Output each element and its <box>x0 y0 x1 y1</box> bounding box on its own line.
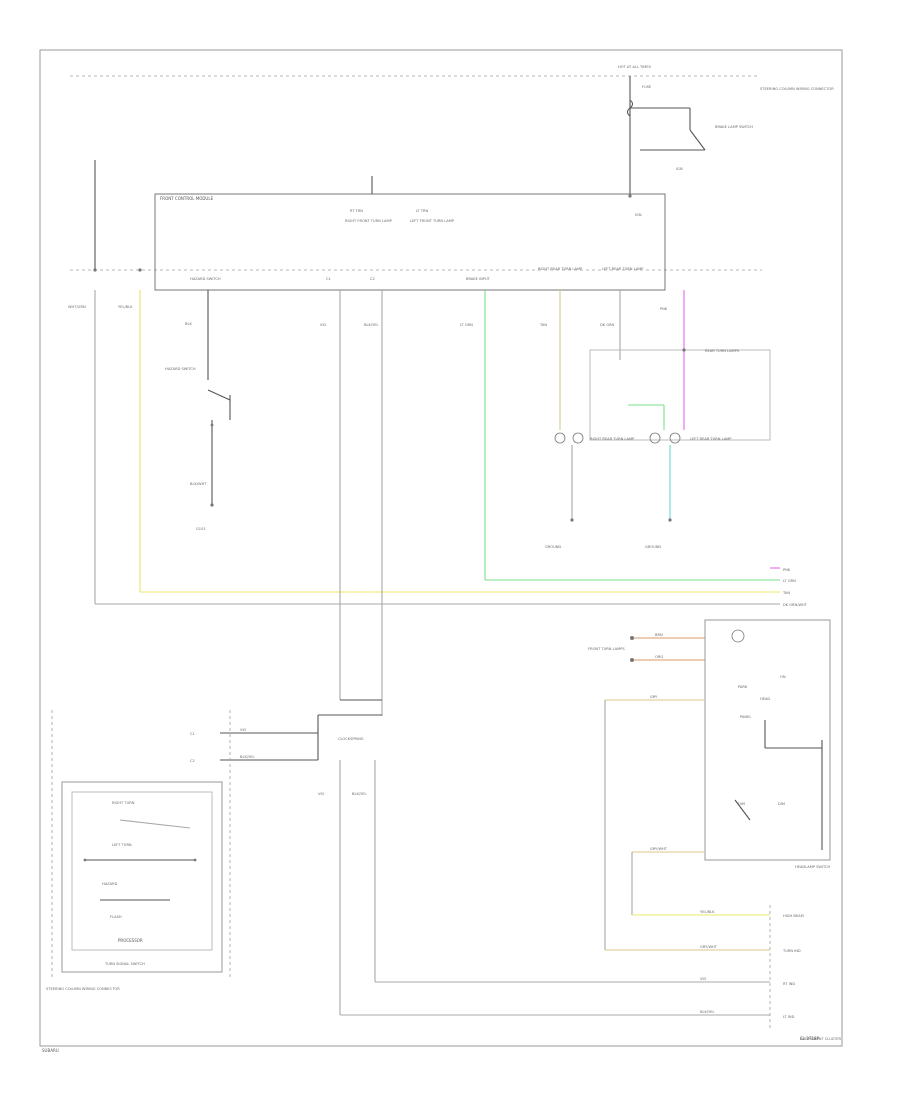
vio-cs-label: VIO <box>240 728 247 732</box>
front-turn-lamps: FRONT TURN LAMPS BRN ORG <box>588 633 705 662</box>
cs-blk-yel: BLK/YEL <box>352 792 367 796</box>
on-label: ON <box>780 675 786 679</box>
lt-grn-label: LT GRN <box>460 323 473 327</box>
hazard-sw-label: HAZARD SWITCH <box>165 367 196 371</box>
dk-grn-right: DK GRN/WHT <box>783 603 808 607</box>
ground-rr: GROUND <box>545 545 561 549</box>
dim-label: DIM <box>738 802 745 806</box>
gry-wht-label: GRY/WHT <box>650 847 668 851</box>
pnk-right: PNK <box>783 568 791 572</box>
blk-hazard-label: BLK <box>185 322 192 326</box>
turn-ind-label: TURN IND <box>782 949 801 953</box>
lt-ind-label: LT IND <box>783 1015 795 1019</box>
rt-ind-label: RT IND <box>783 982 795 986</box>
blkyel-cs-label: BLK/YEL <box>240 755 255 759</box>
c2-cs-label: C2 <box>190 759 195 763</box>
right-rear-lamp: RIGHT REAR TURN LAMP <box>590 437 635 441</box>
blk-wht-hazard: BLK/WHT <box>190 482 207 486</box>
pnk-label: PNK <box>660 307 668 311</box>
clockspring-label: CLOCKSPRING <box>338 737 364 741</box>
ground-lr: GROUND <box>645 545 661 549</box>
ground-g101-label: G101 <box>196 527 206 531</box>
instrument-cluster-label: INSTRUMENT CLUSTER <box>800 1037 841 1041</box>
steering-column-label: STEERING COLUMN WIRING CONNECTOR <box>46 987 120 991</box>
hazard-switch: BLK HAZARD SWITCH BLK/WHT G101 <box>165 290 231 531</box>
right-turn-label: RIGHT TURN <box>112 801 135 805</box>
ign-module-label: IGN <box>635 213 642 217</box>
lt-grn-right: LT GRN <box>783 579 796 583</box>
ic-hb-wire: YEL/BLK <box>700 910 715 914</box>
brake-switch-label: BRAKE LAMP SWITCH <box>715 125 753 129</box>
hazard-ts-label: HAZARD <box>102 882 118 886</box>
rear-turn-lamps: TAN DK GRN REAR TURN LAMPS PNK RIGHT REA… <box>539 290 771 549</box>
left-rear-lamp: LEFT REAR TURN LAMP <box>690 437 732 441</box>
dk-grn-label: DK GRN <box>600 323 615 327</box>
hot-label: HOT AT ALL TIMES <box>618 65 652 69</box>
park-label: PARK <box>738 685 748 689</box>
c2-wire-label: BLK/YEL <box>364 323 379 327</box>
left-rear-turn-label: LEFT REAR TURN LAMP <box>602 267 644 271</box>
brake-input-label: BRAKE INPUT <box>466 277 491 281</box>
rear-lamps-title: REAR TURN LAMPS <box>705 349 740 353</box>
org-label: ORG <box>655 655 663 659</box>
c1-module-label: C1 <box>326 277 331 281</box>
yel-blk-left: YEL/BLK <box>118 305 133 309</box>
fuse-label: FUSE <box>642 85 652 89</box>
left-front-turn-label: LEFT FRONT TURN LAMP <box>410 219 455 223</box>
c2-module-label: C2 <box>370 277 375 281</box>
tan-right: TAN <box>782 591 790 595</box>
tan-label: TAN <box>539 323 547 327</box>
footer-left: SUBARU <box>42 1048 59 1053</box>
brn-label: BRN <box>655 633 663 637</box>
headlamp-switch: PARK ON HEAD PANEL DIM DIM HEADLAMP SWIT… <box>604 619 831 950</box>
panel-label: PANEL <box>740 715 751 719</box>
processor-label: PROCESSOR <box>118 938 143 943</box>
ic-rt-wire: VIO <box>700 977 707 981</box>
instrument-cluster: YEL/BLK HIGH BEAM GRY/WHT TURN IND VIO R… <box>340 905 841 1041</box>
turn-signal-switch: RIGHT TURN LEFT TURN HAZARD FLASH PROCES… <box>61 781 223 973</box>
module-title: FRONT CONTROL MODULE <box>160 196 214 201</box>
footer-right: CL-2718P <box>800 1036 820 1041</box>
right-rear-turn-label: RIGHT REAR TURN LAMP <box>538 267 583 271</box>
wht-grn-left: WHT/GRN <box>68 305 86 309</box>
clockspring: CLOCKSPRING VIO BLK/YEL C1 C2 VIO BLK/YE… <box>190 699 382 1015</box>
hazard-switch-module-label: HAZARD SWITCH <box>190 277 221 281</box>
ic-lt-wire: BLK/YEL <box>700 1010 715 1014</box>
headlamp-switch-label: HEADLAMP SWITCH <box>795 865 831 869</box>
c1-wire-label: VIO <box>320 323 327 327</box>
steering-col-top-label: STEERING COLUMN WIRING CONNECTOR <box>760 87 834 91</box>
front-turn-title: FRONT TURN LAMPS <box>588 647 625 651</box>
gry-label: GRY <box>650 695 658 699</box>
turn-signal-switch-label: TURN SIGNAL SWITCH <box>104 962 145 966</box>
ic-ti-wire: GRY/WHT <box>700 945 718 949</box>
head-label: HEAD <box>760 697 770 701</box>
flash-label: FLASH <box>110 915 122 919</box>
left-turn-label: LEFT TURN <box>112 843 132 847</box>
ign-label: IGN <box>676 167 683 171</box>
page-frame <box>39 49 843 1047</box>
fuse-block: HOT AT ALL TIMES FUSE BRAKE LAMP SWITCH … <box>618 65 834 198</box>
high-beam-label: HIGH BEAM <box>783 914 804 918</box>
cs-vio: VIO <box>318 792 325 796</box>
c1-cs-label: C1 <box>190 732 195 736</box>
rt-turn-label: RT TRN <box>350 209 363 213</box>
dim2-label: DIM <box>778 802 785 806</box>
lt-turn-label: LT TRN <box>416 209 429 213</box>
right-front-turn-label: RIGHT FRONT TURN LAMP <box>345 219 393 223</box>
front-control-module: FRONT CONTROL MODULE RT TRN LT TRN RIGHT… <box>154 176 666 291</box>
